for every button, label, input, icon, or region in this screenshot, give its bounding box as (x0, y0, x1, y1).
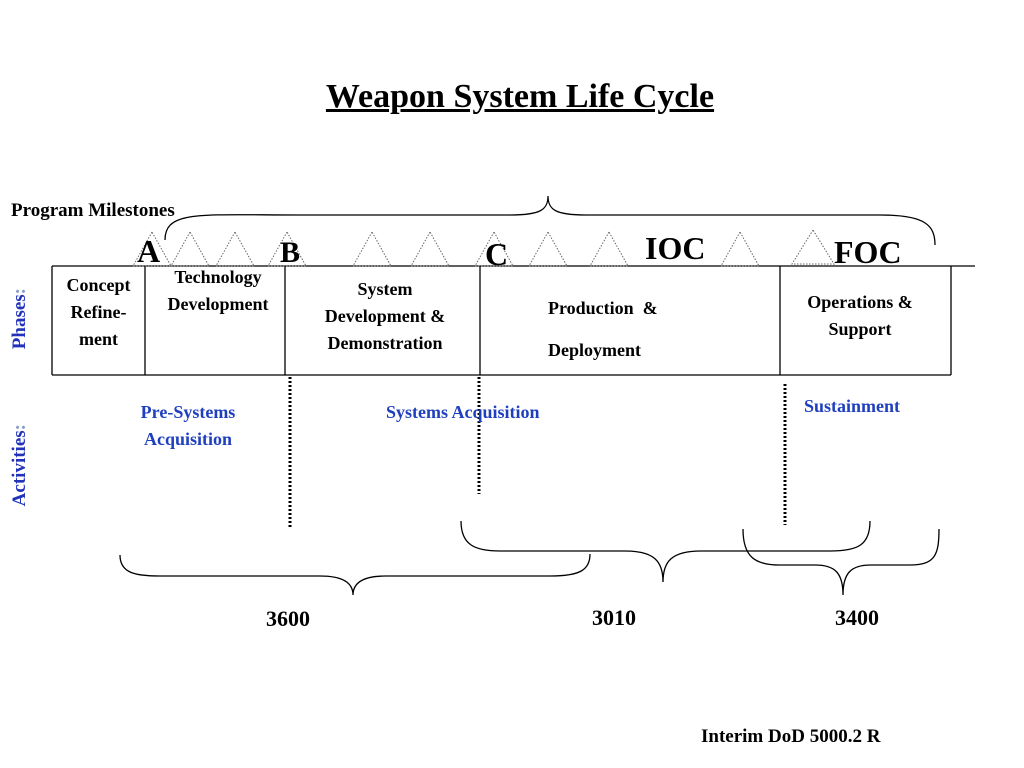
phase-operations-support: Operations & Support (785, 289, 935, 343)
program-milestones-label: Program Milestones (11, 200, 175, 221)
activity-pre-line1: Pre-Systems (140, 402, 236, 422)
activity-pre-systems-acquisition: Pre-Systems Acquisition (118, 399, 258, 453)
brace-3600 (119, 553, 591, 596)
triangle-c (474, 230, 514, 267)
phase-production-deployment: Production & Deployment (548, 287, 658, 371)
brace-3010 (460, 520, 871, 583)
phase-operations-line1: Operations & (807, 292, 913, 312)
milestone-c: C (485, 236, 509, 272)
triangle-2 (170, 230, 210, 267)
triangle-a (132, 230, 172, 267)
top-brace (164, 195, 936, 246)
phase-concept-line3: ment (79, 329, 118, 349)
phase-production-line1: Production & (548, 298, 658, 318)
phase-sysdev-line3: Demonstration (327, 333, 443, 353)
triangle-9 (589, 230, 629, 267)
activity-pre-line2: Acquisition (143, 429, 233, 449)
activities-side-label: Activities: (9, 424, 30, 507)
milestone-foc: FOC (834, 234, 902, 270)
triangle-3 (215, 230, 255, 267)
dotted-dividers (288, 377, 787, 528)
phase-technology-development: Technology Development (148, 264, 288, 318)
activity-sustainment: Sustainment (804, 396, 901, 416)
appropriation-3010: 3010 (592, 605, 636, 630)
triangle-11 (791, 229, 835, 265)
activity-systems-acquisition: Systems Acquisition (386, 402, 540, 422)
triangle-8 (528, 230, 568, 267)
milestone-triangles (132, 229, 835, 267)
phase-sysdev-line2: Development & (324, 306, 446, 326)
brace-3400 (742, 528, 940, 596)
phase-sysdev-line1: System (357, 279, 413, 299)
phase-production-line2: Deployment (548, 340, 641, 360)
phases-box (51, 265, 975, 376)
phase-system-development: System Development & Demonstration (295, 276, 475, 357)
milestone-b: B (280, 236, 301, 269)
phase-concept-line1: Concept (66, 275, 131, 295)
phase-technology-line1: Technology (174, 267, 262, 287)
appropriation-3600: 3600 (266, 606, 310, 631)
milestone-ioc: IOC (645, 230, 706, 266)
appropriation-3400: 3400 (835, 605, 879, 630)
triangle-6 (410, 230, 450, 267)
phase-operations-line2: Support (828, 319, 892, 339)
phases-side-label: Phases: (9, 288, 30, 350)
source-footnote: Interim DoD 5000.2 R (701, 726, 881, 747)
phase-technology-line2: Development (167, 294, 269, 314)
page-title: Weapon System Life Cycle (325, 78, 715, 115)
triangle-5 (352, 230, 392, 267)
phase-concept-refinement: Concept Refine- ment (52, 272, 145, 353)
milestone-a: A (137, 233, 161, 269)
triangle-b (267, 230, 307, 267)
triangle-10 (720, 230, 760, 267)
phase-concept-line2: Refine- (70, 302, 127, 322)
